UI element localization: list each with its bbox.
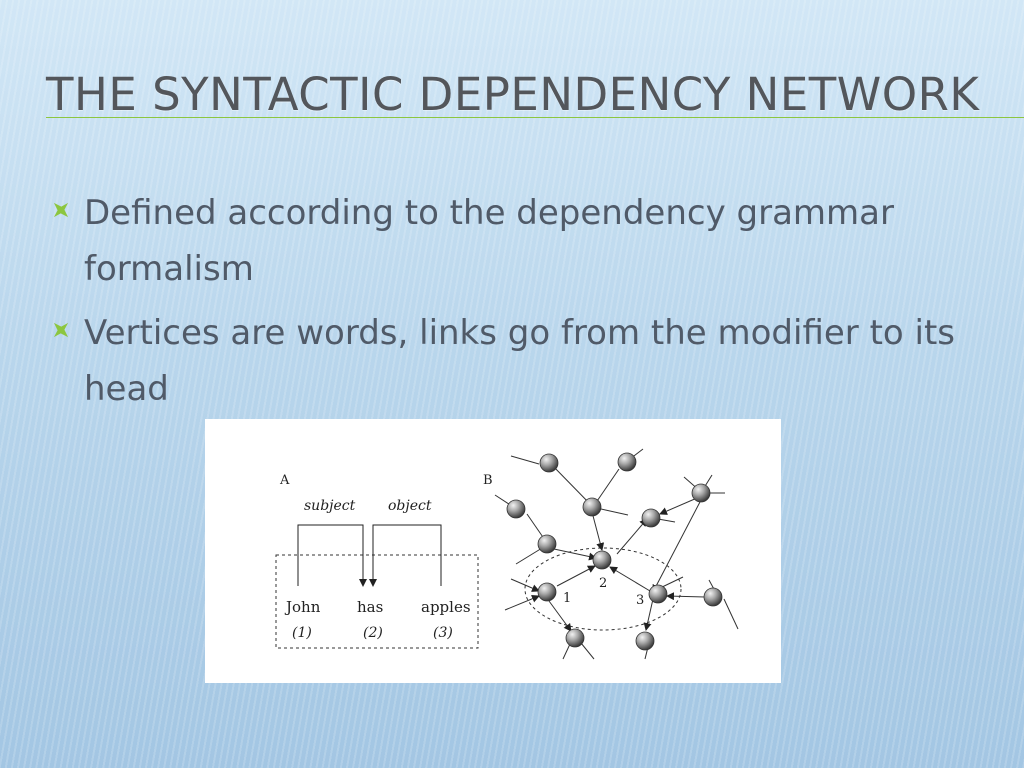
network-node xyxy=(617,452,637,472)
title-divider xyxy=(46,117,1024,118)
network-node xyxy=(506,499,526,519)
network-node-3 xyxy=(648,584,668,604)
network-node xyxy=(635,631,655,651)
word-index-3: (3) xyxy=(433,625,453,641)
word-has: has xyxy=(357,598,383,616)
neighborhood-ellipse xyxy=(524,547,682,631)
subject-arrow xyxy=(297,524,367,587)
dependency-figure: A subject object John has apples (1) (2)… xyxy=(205,419,781,683)
network-node-2 xyxy=(592,550,612,570)
network-node xyxy=(641,508,661,528)
node-label-2: 2 xyxy=(599,576,607,591)
node-label-1: 1 xyxy=(563,591,571,606)
subject-relation-label: subject xyxy=(304,498,356,514)
bullet-item: Defined according to the dependency gram… xyxy=(48,185,1008,297)
network-node xyxy=(691,483,711,503)
star-bullet-icon xyxy=(53,322,69,338)
sentence-box xyxy=(275,554,479,649)
star-bullet-icon xyxy=(53,202,69,218)
bullet-text: Defined according to the dependency gram… xyxy=(84,193,894,289)
slide-title: The syntactic dependency network xyxy=(46,68,980,121)
dependency-figure-svg: A subject object John has apples (1) (2)… xyxy=(275,448,739,660)
network-edges xyxy=(494,448,739,660)
bullet-item: Vertices are words, links go from the mo… xyxy=(48,305,1008,417)
network-node xyxy=(582,497,602,517)
panel-a-label: A xyxy=(279,473,290,488)
object-relation-label: object xyxy=(388,498,432,514)
network-node-1 xyxy=(537,582,557,602)
network-node xyxy=(537,534,557,554)
node-label-3: 3 xyxy=(636,593,644,608)
network-node xyxy=(539,453,559,473)
word-apples: apples xyxy=(421,598,471,616)
network-nodes xyxy=(506,452,723,651)
bullet-list: Defined according to the dependency gram… xyxy=(48,185,1008,425)
bullet-text: Vertices are words, links go from the mo… xyxy=(84,313,956,409)
word-index-1: (1) xyxy=(292,625,312,641)
network-node xyxy=(565,628,585,648)
panel-b-label: B xyxy=(483,473,493,488)
word-john: John xyxy=(284,598,321,616)
object-arrow xyxy=(369,524,442,587)
word-index-2: (2) xyxy=(363,625,383,641)
network-node xyxy=(703,587,723,607)
